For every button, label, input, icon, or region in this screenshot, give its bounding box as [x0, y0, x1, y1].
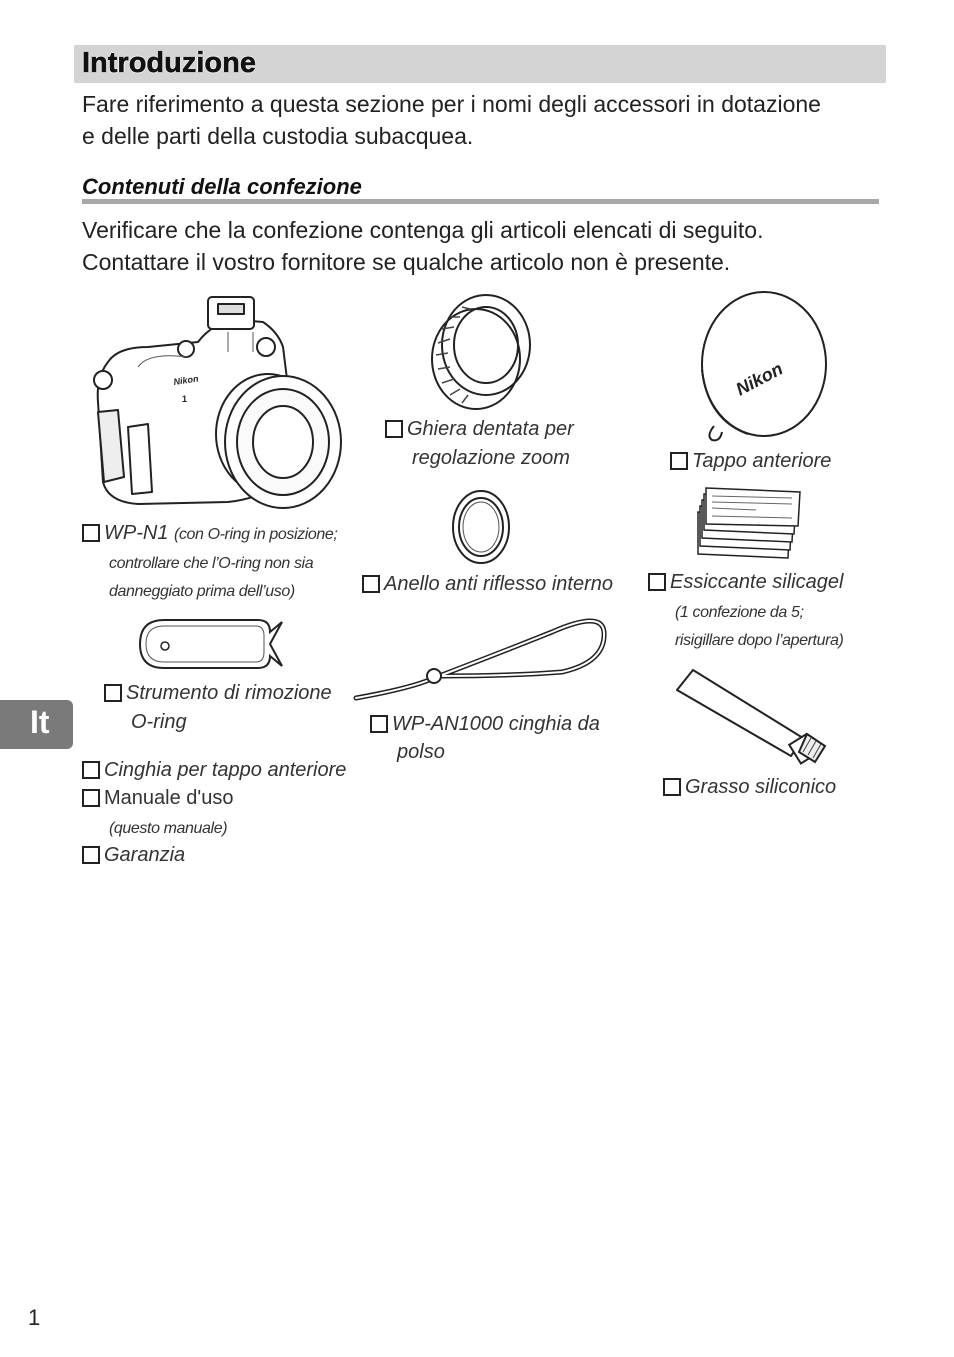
silicone-grease-item: Grasso siliconico — [663, 773, 836, 802]
housing-logo: Nikon — [173, 374, 200, 387]
intro-line-1: Fare riferimento a questa sezione per i … — [82, 91, 821, 117]
page-number: 1 — [28, 1305, 41, 1330]
language-tab-label: It — [30, 704, 50, 740]
zoom-ring-illustration — [431, 294, 531, 410]
housing-note-1: (con O-ring in posizione; — [174, 526, 338, 543]
desiccant-note-2: risigillare dopo l’apertura) — [675, 632, 844, 649]
housing-checkbox[interactable] — [82, 524, 100, 542]
housing-item: WP-N1 (con O-ring in posizione; — [82, 519, 338, 549]
desiccant-checkbox[interactable] — [648, 573, 666, 591]
warranty-label: Garanzia — [104, 844, 186, 866]
title-bar — [74, 45, 886, 83]
wrist-strap-line-1: WP-AN1000 cinghia da — [392, 713, 600, 735]
page-title: Introduzione — [82, 47, 257, 80]
desiccant-label: Essiccante silicagel — [670, 571, 844, 593]
wrist-strap-illustration — [353, 618, 607, 701]
front-cap-label: Tappo anteriore — [692, 450, 832, 472]
manual-label: Manuale d'uso — [104, 787, 234, 809]
housing-note-2: controllare che l’O-ring non sia — [109, 555, 314, 572]
anti-reflection-ring-illustration — [452, 490, 510, 564]
housing-label: WP-N1 — [104, 522, 169, 544]
front-cap-checkbox[interactable] — [670, 452, 688, 470]
section-line-1: Verificare che la confezione contenga gl… — [82, 217, 764, 243]
section-line-2: Contattare il vostro fornitore se qualch… — [82, 249, 731, 275]
desiccant-illustration — [697, 487, 801, 559]
housing-illustration: Nikon 1 — [93, 296, 342, 509]
cap-strap-label: Cinghia per tappo anteriore — [104, 759, 347, 781]
oring-tool-line-2: O-ring — [131, 711, 187, 733]
desiccant-item: Essiccante silicagel — [648, 568, 843, 597]
section-paragraph: Verificare che la confezione contenga gl… — [82, 214, 882, 278]
manual-checkbox[interactable] — [82, 789, 100, 807]
housing-note-3: danneggiato prima dell’uso) — [109, 583, 295, 600]
front-cap-item: Tappo anteriore — [670, 447, 831, 476]
intro-line-2: e delle parti della custodia subacquea. — [82, 123, 474, 149]
wrist-strap-checkbox[interactable] — [370, 715, 388, 733]
silicone-grease-illustration — [676, 669, 827, 765]
wrist-strap-item: WP-AN1000 cinghia da — [370, 710, 600, 739]
silicone-grease-label: Grasso siliconico — [685, 776, 837, 798]
wrist-strap-line-2: polso — [397, 741, 445, 763]
zoom-ring-line-1: Ghiera dentata per — [407, 418, 574, 440]
zoom-ring-item: Ghiera dentata per — [385, 415, 574, 444]
cap-strap-checkbox[interactable] — [82, 761, 100, 779]
oring-tool-illustration — [138, 619, 283, 669]
manual-note: (questo manuale) — [109, 820, 228, 837]
oring-tool-item: Strumento di rimozione — [104, 679, 332, 708]
silicone-grease-checkbox[interactable] — [663, 778, 681, 796]
warranty-item: Garanzia — [82, 841, 185, 870]
housing-logo-number: 1 — [182, 394, 187, 404]
zoom-ring-line-2: regolazione zoom — [412, 447, 570, 469]
zoom-ring-checkbox[interactable] — [385, 420, 403, 438]
manual-item: Manuale d'uso — [82, 784, 233, 813]
warranty-checkbox[interactable] — [82, 846, 100, 864]
desiccant-note-1: (1 confezione da 5; — [675, 604, 804, 621]
anti-reflection-item: Anello anti riflesso interno — [362, 570, 613, 599]
oring-tool-checkbox[interactable] — [104, 684, 122, 702]
cap-strap-item: Cinghia per tappo anteriore — [82, 756, 346, 785]
oring-tool-line-1: Strumento di rimozione — [126, 682, 332, 704]
section-heading: Contenuti della confezione — [82, 174, 362, 199]
language-tab: It — [0, 700, 73, 749]
front-cap-illustration: Nikon — [701, 291, 827, 442]
anti-reflection-label: Anello anti riflesso interno — [384, 573, 614, 595]
anti-reflection-checkbox[interactable] — [362, 575, 380, 593]
section-rule — [82, 199, 879, 204]
intro-paragraph: Fare riferimento a questa sezione per i … — [82, 88, 882, 152]
